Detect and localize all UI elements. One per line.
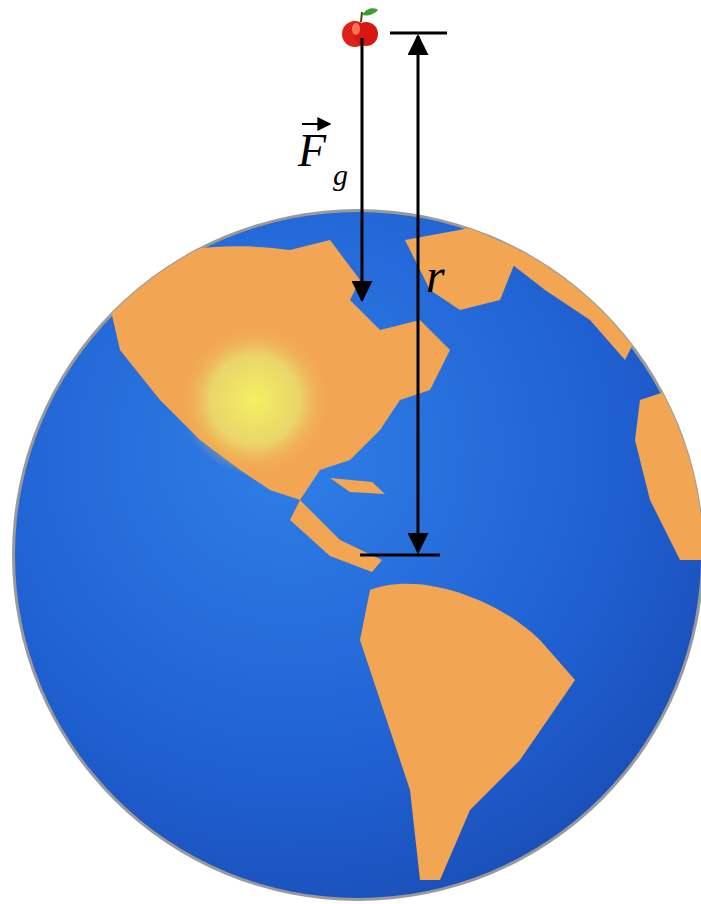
- continents: [105, 228, 701, 880]
- dimension-bar: [360, 554, 440, 557]
- dimension-arrow: [417, 36, 420, 552]
- ocean: [15, 212, 701, 898]
- greenland: [405, 228, 520, 310]
- dimension-bar: [390, 32, 447, 35]
- north-america: [105, 240, 450, 500]
- south-america: [360, 584, 575, 880]
- africa: [635, 380, 701, 560]
- globe-rim: [12, 209, 701, 901]
- apple: [342, 8, 378, 47]
- caribbean: [330, 478, 385, 494]
- europe: [500, 245, 640, 360]
- glow: [180, 325, 330, 475]
- force-symbol: F: [298, 128, 326, 174]
- force-subscript: g: [333, 160, 348, 190]
- force-arrow: [361, 38, 364, 300]
- central-america: [290, 500, 382, 572]
- distance-symbol: r: [426, 252, 445, 300]
- vector-arrow: [302, 123, 330, 125]
